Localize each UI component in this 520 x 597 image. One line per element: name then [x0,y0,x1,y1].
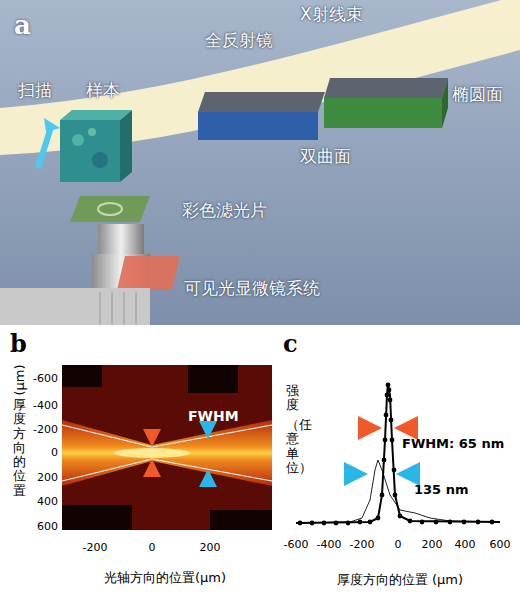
red-arrow [151,462,154,474]
tick-label: 0 [395,538,402,551]
tick-label: 400 [37,495,58,508]
color-filter [117,256,180,290]
tick-label: 600 [490,538,511,551]
heatmap-dark [62,365,102,387]
part-label: 彩色滤光片 [182,200,267,220]
heatmap-dark [62,505,132,530]
microscope-base [0,288,150,325]
elliptical-mirror [324,98,442,128]
annotation: FWHM [188,408,239,425]
heatmap-dark [188,365,238,393]
panel-letter: b [10,330,27,359]
beam-focus [114,448,190,458]
panel-letter: a [14,10,31,41]
scan-arrowhead [44,118,60,132]
base-vent [136,292,137,325]
tick-label: -400 [33,399,58,412]
mirror-side [442,78,448,128]
bold-profile [296,385,500,523]
sample-texture [88,128,96,136]
axis-title: 厚度方向的位置 [13,398,26,498]
tick-label: -400 [317,538,342,551]
part-label: 椭圆面 [452,84,503,104]
filter-ring [98,203,122,215]
objective-lens [98,224,144,254]
cyan-arrow [207,430,210,436]
axis-unit: (μm) [12,364,28,395]
tick-label: 200 [37,471,58,484]
cyan-arrow [344,472,364,476]
red-arrow [360,426,378,430]
sample-top [60,110,132,120]
tick-label: -200 [350,538,375,551]
part-label: 双曲面 [300,146,351,166]
sample-texture [72,134,84,146]
base-vent [100,292,101,325]
tick-label: -600 [33,372,58,385]
cyan-arrow [400,472,412,476]
tick-label: 0 [51,446,58,459]
mirror-top [198,92,325,112]
color-filter [70,196,150,222]
heatmap [62,365,272,530]
red-arrow [398,426,412,430]
heatmap-dark [210,510,272,530]
base-vent [124,292,125,325]
tick-label: 600 [37,520,58,533]
axis-title: 强度 [286,384,299,413]
part-label: 样本 [86,80,120,100]
axis-title: 厚度方向的位置 (μm) [337,572,463,588]
part-label: 全反射镜 [205,30,273,50]
tick-label: 400 [455,538,476,551]
sample-side [120,110,132,182]
sample-texture [92,152,108,168]
thin-profile [296,460,500,523]
tick-label: -600 [284,538,309,551]
beam-profile [62,420,272,486]
part-label: 扫描 [18,80,52,100]
tick-label: 200 [422,538,443,551]
mirror-top [324,78,448,98]
base-vent [112,292,113,325]
axis-title: （任意单位） [286,418,299,475]
tick-label: 200 [200,541,221,554]
tick-label: -200 [83,541,108,554]
axis-title: 光轴方向的位置(μm) [104,570,226,586]
panel-letter: c [283,330,298,359]
data-points [298,383,495,526]
part-label: 可见光显微镜系统 [184,278,320,298]
sample-cube [60,120,120,182]
tick-label: 0 [149,541,156,554]
fwhm-line [62,425,272,447]
fwhm-line [62,459,272,481]
hyperbolic-mirror [198,112,318,140]
cyan-arrow [207,472,210,480]
tick-label: -200 [33,423,58,436]
annotation: FWHM: 65 nm [402,436,504,452]
annotation: 135 nm [414,482,468,498]
part-label: X射线束 [300,4,363,24]
red-arrow [151,432,154,444]
